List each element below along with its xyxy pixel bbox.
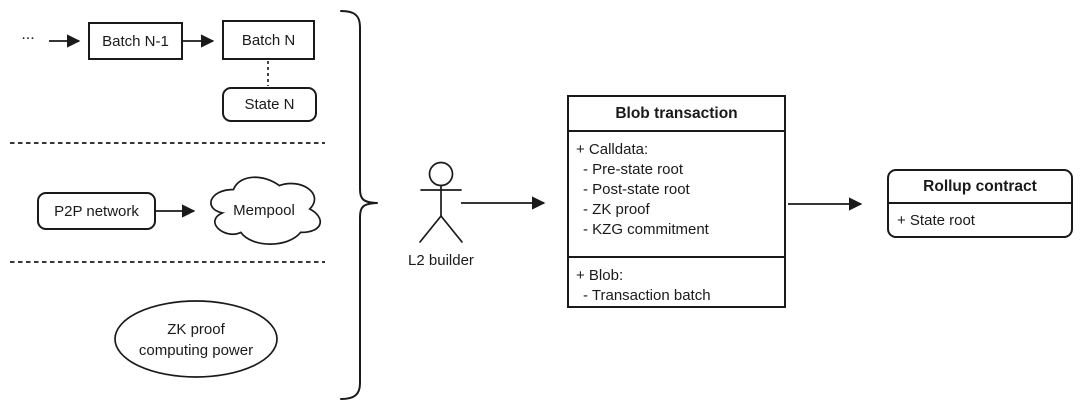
blob-item: - Transaction batch [583, 287, 711, 304]
grouping-brace [340, 10, 378, 400]
state-label: State N [244, 96, 295, 113]
zk-power-line2: computing power [138, 342, 254, 359]
calldata-item: - Post-state root [583, 181, 690, 198]
p2p-network-node: P2P network [37, 192, 156, 230]
blob-calldata-section: + Calldata: - Pre-state root - Post-stat… [569, 132, 784, 258]
batch-curr-node: Batch N [222, 20, 315, 60]
zk-power-label: ZK proof computing power [116, 302, 276, 378]
calldata-item: - KZG commitment [583, 221, 709, 238]
actor-stick-figure-icon [419, 161, 463, 243]
calldata-item: - Pre-state root [583, 161, 684, 178]
calldata-header: + Calldata: [576, 141, 649, 158]
rollup-contract-box: Rollup contract + State root [887, 169, 1073, 238]
blob-blob-section: + Blob: - Transaction batch [569, 258, 784, 306]
rollup-contract-title: Rollup contract [889, 171, 1071, 204]
zk-power-line1: ZK proof [167, 321, 225, 338]
mempool-label: Mempool [233, 201, 295, 219]
state-node: State N [222, 87, 317, 122]
batch-prev-label: Batch N-1 [102, 32, 169, 50]
zk-power-ellipse [114, 300, 278, 378]
blob-transaction-box: Blob transaction + Calldata: - Pre-state… [567, 95, 786, 308]
rollup-state-root-field: + State root [897, 211, 975, 229]
batch-curr-label: Batch N [241, 31, 296, 49]
mempool-cloud-shape [210, 176, 321, 245]
batch-chain-ellipsis: ... [21, 26, 35, 43]
calldata-item: - ZK proof [583, 201, 650, 218]
l2-builder-label: L2 builder [408, 251, 474, 269]
blob-header: + Blob: [576, 267, 624, 284]
blob-transaction-title: Blob transaction [569, 97, 784, 132]
p2p-network-label: P2P network [54, 202, 139, 220]
batch-prev-node: Batch N-1 [88, 22, 183, 60]
